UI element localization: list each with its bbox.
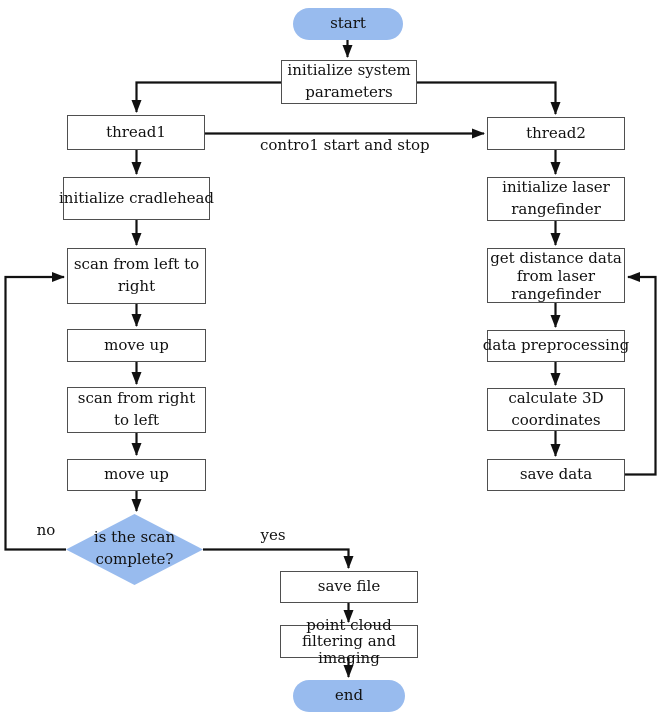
- node-thread1: thread1: [67, 115, 205, 150]
- node-scan-from-left-to-right: scan from left to right: [67, 248, 206, 304]
- decision-is-the-scan-complete: is the scan complete?: [93, 528, 176, 568]
- decision-diamond-shape: [66, 514, 203, 585]
- node-initialize-cradlehead: initialize cradlehead: [59, 177, 214, 220]
- node-point-cloud-filtering: point cloud filtering and imaging: [280, 617, 418, 666]
- node-start: start: [293, 8, 403, 40]
- edge-label-no: no: [36, 521, 56, 539]
- edge-label-yes: yes: [260, 526, 286, 544]
- node-save-data: save data: [487, 459, 625, 491]
- node-move-up-1: move up: [67, 329, 206, 362]
- node-initialize-system-parameters: initialize system parameters: [281, 60, 417, 104]
- connector-decision-no-loop: [4, 272, 66, 551]
- node-data-preprocessing: data preprocessing: [483, 330, 629, 362]
- node-scan-from-right-to-left: scan from right to left: [67, 387, 206, 433]
- node-save-file: save file: [280, 571, 418, 603]
- node-end: end: [293, 680, 405, 712]
- node-get-distance-data: get distance data from laser rangefinder: [487, 248, 625, 303]
- node-calculate-3d-coordinates: calculate 3D coordinates: [487, 388, 625, 431]
- node-move-up-2: move up: [67, 459, 206, 491]
- connector-save-data-loop: [625, 272, 657, 476]
- node-thread2: thread2: [487, 117, 625, 150]
- connector-init-system-to-thread1: [131, 81, 281, 113]
- edge-label-control-start-and-stop: contro1 start and stop: [260, 136, 430, 154]
- connector-init-system-to-thread2: [417, 81, 561, 115]
- node-initialize-laser-rangefinder: initialize laser rangefinder: [487, 177, 625, 221]
- connector-decision-yes-to-save-file: [203, 548, 354, 569]
